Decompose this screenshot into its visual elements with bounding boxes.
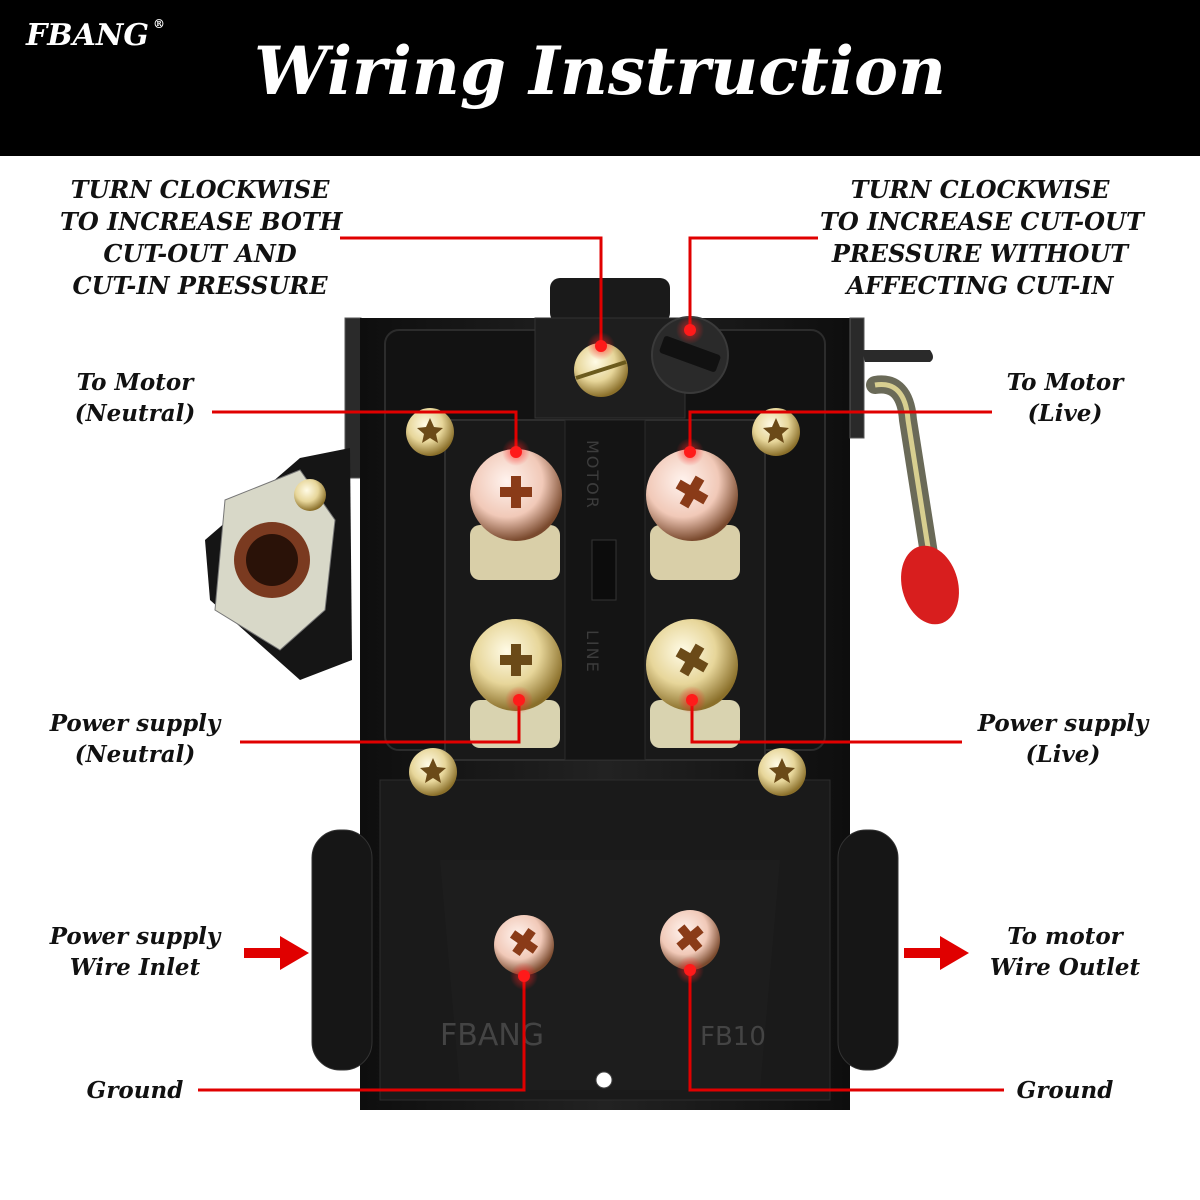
callout-line-ground-left	[198, 976, 526, 1092]
ground-screw-icon	[494, 910, 720, 975]
callout-line-ground-right	[688, 970, 1004, 1092]
model-emboss: FB10	[700, 1022, 766, 1052]
callout-dots	[502, 316, 706, 990]
outlet-arrow-icon	[904, 936, 969, 970]
brand-logo: FBANG®	[26, 17, 165, 53]
registered-mark: ®	[152, 17, 165, 31]
page-title: Wiring Instruction	[253, 32, 946, 110]
brand-emboss: FBANG	[440, 1018, 544, 1053]
arrow-right-icon	[244, 936, 969, 970]
pressure-port-icon	[205, 317, 362, 680]
label-ground-right: Ground	[1016, 1077, 1114, 1104]
label-motor-neutral: To Motor(Neutral)	[74, 369, 196, 427]
adjust-screw-icon	[574, 343, 628, 397]
callout-line-adjust-both	[340, 236, 603, 346]
brand-name: FBANG	[26, 18, 149, 53]
label-ground-left: Ground	[86, 1077, 184, 1104]
motor-emboss: MOTOR	[583, 440, 602, 510]
label-supply-neutral: Power supply(Neutral)	[49, 710, 221, 768]
corner-screw-icon	[406, 408, 806, 796]
cutout-dial-icon	[651, 316, 729, 394]
header-banner: FBANG® Wiring Instruction	[0, 0, 1200, 156]
label-motor-live: To Motor(Live)	[1006, 369, 1124, 427]
inlet-arrow-icon	[244, 936, 309, 970]
unloader-lever-icon	[849, 317, 959, 625]
switch-body	[311, 278, 899, 1110]
label-supply-live: Power supply(Live)	[977, 710, 1149, 768]
line-emboss: LINE	[583, 630, 602, 674]
terminal-screw-icon	[470, 449, 740, 748]
callout-line-adjust-cutout	[688, 236, 818, 330]
mounting-hole	[595, 1071, 613, 1089]
